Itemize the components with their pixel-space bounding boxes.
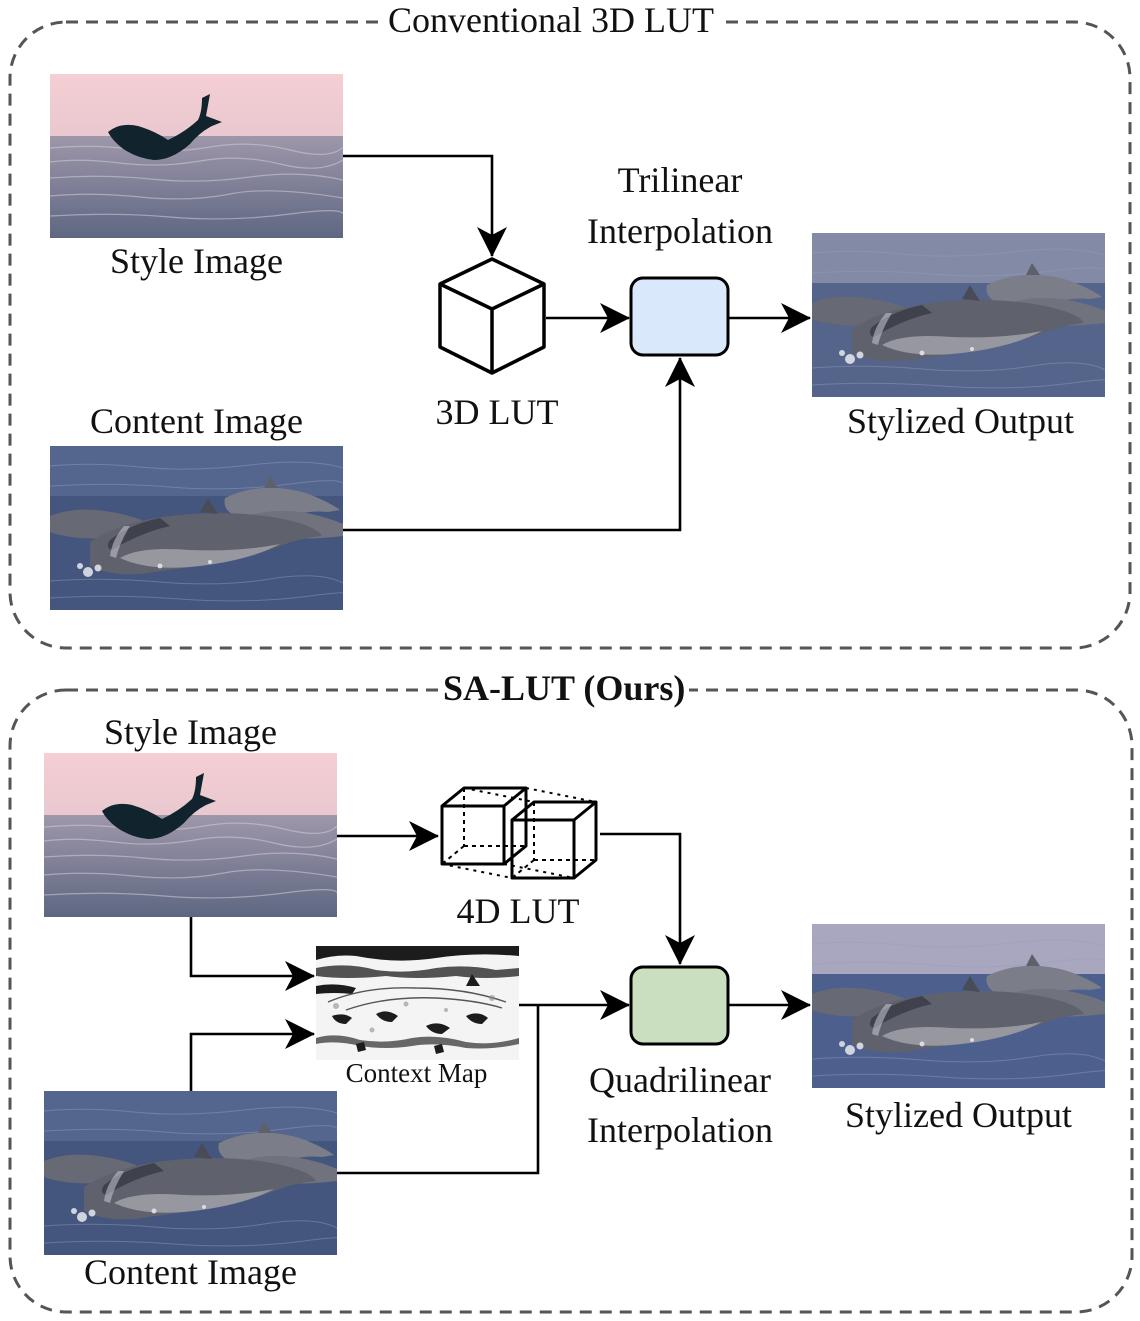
- top-output-label: Stylized Output: [847, 401, 1074, 441]
- top-style-image: [50, 74, 343, 238]
- bottom-lut-label: 4D LUT: [456, 891, 580, 931]
- bottom-content-to-interp-line: [337, 1005, 540, 1175]
- context-map-label: Context Map: [345, 1058, 488, 1088]
- top-panel: [8, 20, 1132, 650]
- bottom-interp-label-2: Interpolation: [587, 1110, 773, 1150]
- top-content-label: Content Image: [90, 401, 303, 441]
- bottom-interp-label-1: Quadrilinear: [589, 1060, 771, 1100]
- quadrilinear-interp-box: [629, 965, 730, 1046]
- top-lut-label: 3D LUT: [435, 392, 559, 432]
- bottom-panel-title: SA-LUT (Ours): [439, 668, 690, 710]
- top-output-image: [812, 233, 1105, 397]
- bottom-content-label: Content Image: [84, 1252, 297, 1292]
- bottom-style-label: Style Image: [104, 712, 277, 752]
- bottom-style-to-context-arrow: [189, 917, 315, 991]
- top-panel-title: Conventional 3D LUT: [384, 0, 718, 42]
- bottom-panel: [8, 688, 1134, 1314]
- top-interp-label-2: Interpolation: [587, 211, 773, 251]
- bottom-style-image: [44, 753, 337, 917]
- bottom-output-label: Stylized Output: [845, 1095, 1072, 1135]
- context-map-image: [316, 946, 519, 1060]
- top-interp-label-1: Trilinear: [617, 160, 743, 200]
- trilinear-interp-box: [629, 276, 730, 357]
- top-style-to-lut-arrow: [343, 154, 507, 257]
- top-content-to-interp-arrow: [343, 357, 695, 532]
- cube-icon: [438, 257, 546, 375]
- bottom-content-to-context-arrow: [189, 1019, 315, 1091]
- top-content-image: [50, 446, 343, 610]
- bottom-output-image: [812, 924, 1105, 1088]
- double-cube-icon: [440, 786, 598, 880]
- top-style-label: Style Image: [110, 241, 283, 281]
- bottom-content-image: [44, 1091, 337, 1255]
- bottom-lut-to-interp-arrow: [600, 832, 695, 965]
